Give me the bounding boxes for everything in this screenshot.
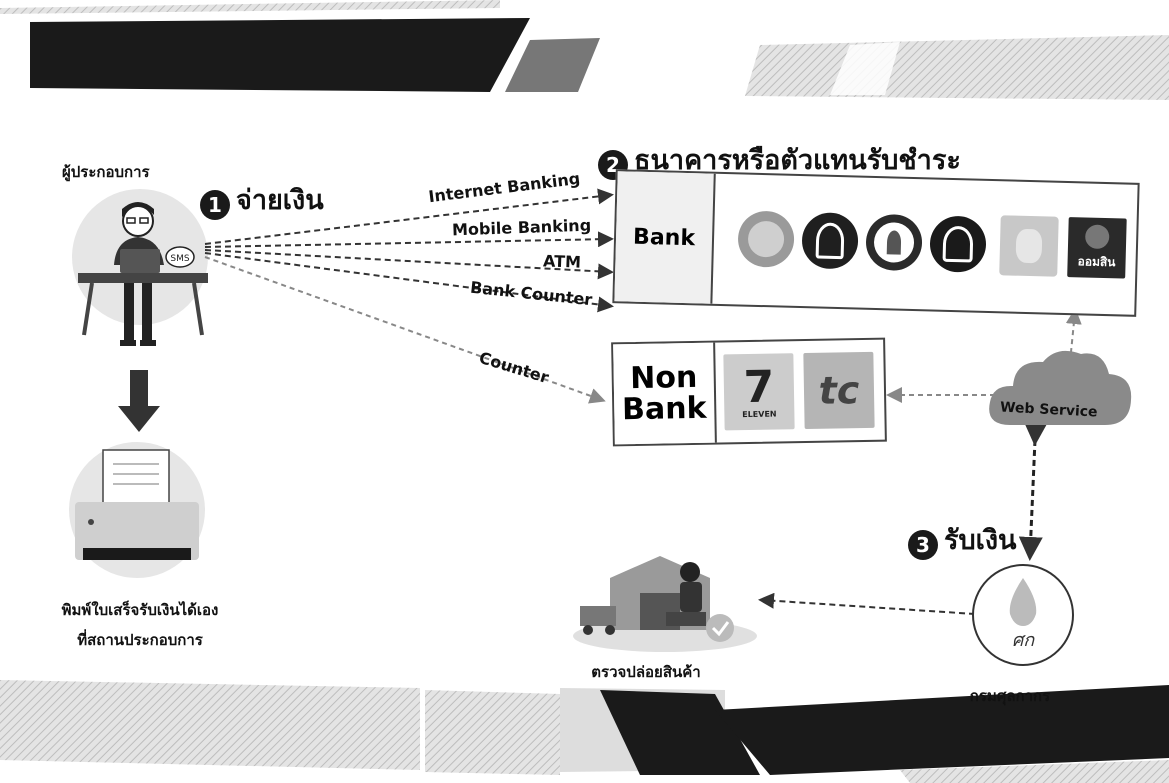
kasikorn-logo-icon	[737, 210, 794, 267]
bank-box: Bank ออมสิน	[612, 169, 1139, 317]
krungsri-logo-icon	[999, 215, 1059, 276]
print-receipt-line2: ที่สถานประกอบการ	[40, 628, 240, 652]
bangkok-bank-logo-icon	[801, 212, 858, 269]
step3-number: 3	[908, 530, 938, 560]
svg-text:ศก: ศก	[1012, 630, 1035, 651]
krungthai-logo-icon	[865, 214, 922, 271]
channel-atm: ATM	[543, 251, 582, 271]
customs-label: กรมศุลกากร	[955, 684, 1065, 708]
scb-logo-icon	[929, 215, 986, 272]
seven-eleven-text: ELEVEN	[742, 409, 777, 419]
gsb-logo-text: ออมสิน	[1077, 252, 1115, 272]
release-goods-label: ตรวจปล่อยสินค้า	[566, 660, 726, 684]
step3-text: รับเงิน	[944, 525, 1017, 556]
warehouse-release-illustration	[570, 548, 760, 658]
print-receipt-line1: พิมพ์ใบเสร็จรับเงินได้เอง	[40, 598, 240, 622]
counter-service-text: tc	[818, 368, 859, 413]
counter-service-logo-icon: tc	[803, 352, 874, 429]
seven-eleven-logo-icon: 7 ELEVEN	[723, 353, 794, 430]
gsb-logo-icon: ออมสิน	[1067, 217, 1127, 278]
receipt-printer-illustration	[55, 430, 215, 580]
non-bank-label: Non Bank	[613, 343, 717, 445]
bank-label: Bank	[614, 171, 715, 304]
non-bank-box: Non Bank 7 ELEVEN tc	[611, 338, 887, 447]
web-service-cloud-icon	[985, 340, 1135, 440]
customs-department-logo-icon: ศก	[968, 560, 1078, 670]
